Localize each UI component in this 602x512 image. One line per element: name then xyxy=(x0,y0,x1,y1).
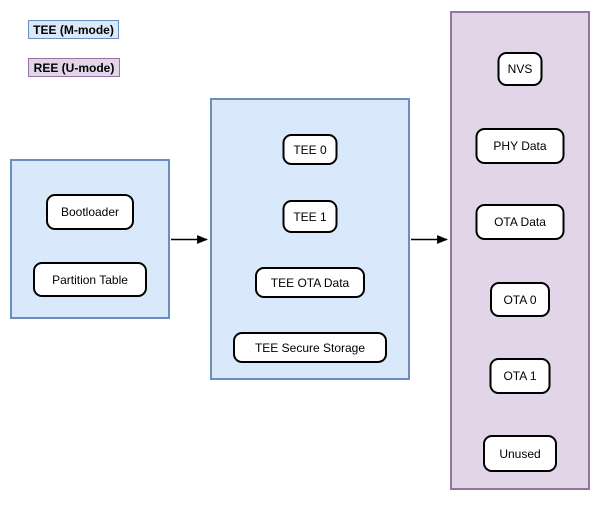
node-partition-table: Partition Table xyxy=(33,262,147,297)
node-ota-data: OTA Data xyxy=(475,204,565,240)
node-tee-secure-storage: TEE Secure Storage xyxy=(233,332,387,363)
node-bootloader: Bootloader xyxy=(46,194,134,230)
node-nvs: NVS xyxy=(497,52,543,86)
legend-tee-m-mode: TEE (M-mode) xyxy=(28,20,119,39)
node-unused: Unused xyxy=(483,435,557,472)
node-tee-0: TEE 0 xyxy=(282,134,338,165)
group-ree: NVS PHY Data OTA Data OTA 0 OTA 1 Unused xyxy=(450,11,590,490)
node-phy-data: PHY Data xyxy=(475,128,565,164)
legend-ree-u-mode: REE (U-mode) xyxy=(28,58,120,77)
node-ota-0: OTA 0 xyxy=(490,282,550,317)
node-tee-ota-data: TEE OTA Data xyxy=(255,267,365,298)
group-tee: TEE 0 TEE 1 TEE OTA Data TEE Secure Stor… xyxy=(210,98,410,380)
group-bootloader: Bootloader Partition Table xyxy=(10,159,170,319)
node-ota-1: OTA 1 xyxy=(489,358,551,394)
node-tee-1: TEE 1 xyxy=(282,200,338,233)
